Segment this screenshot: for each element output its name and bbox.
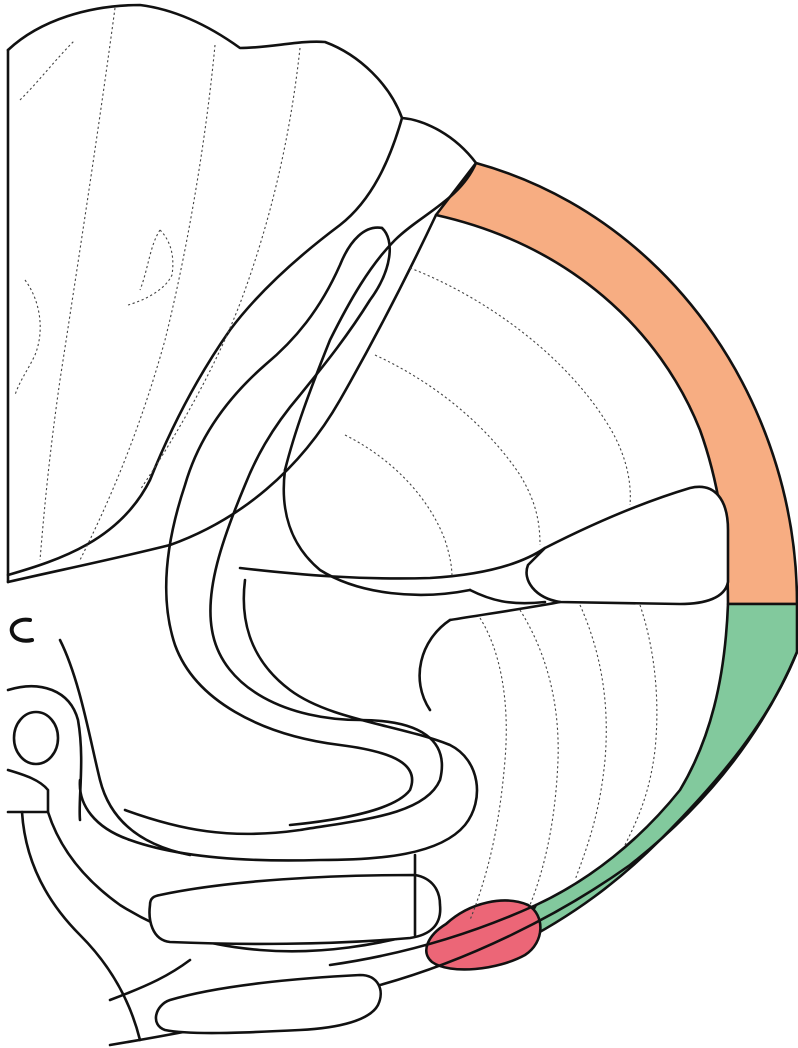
inner-contours: [8, 118, 728, 860]
small-round-structure: [14, 712, 58, 764]
ventral-structures: [8, 620, 440, 1040]
fiber-lines: [15, 8, 657, 920]
ventral-cortex-band: [512, 604, 797, 947]
